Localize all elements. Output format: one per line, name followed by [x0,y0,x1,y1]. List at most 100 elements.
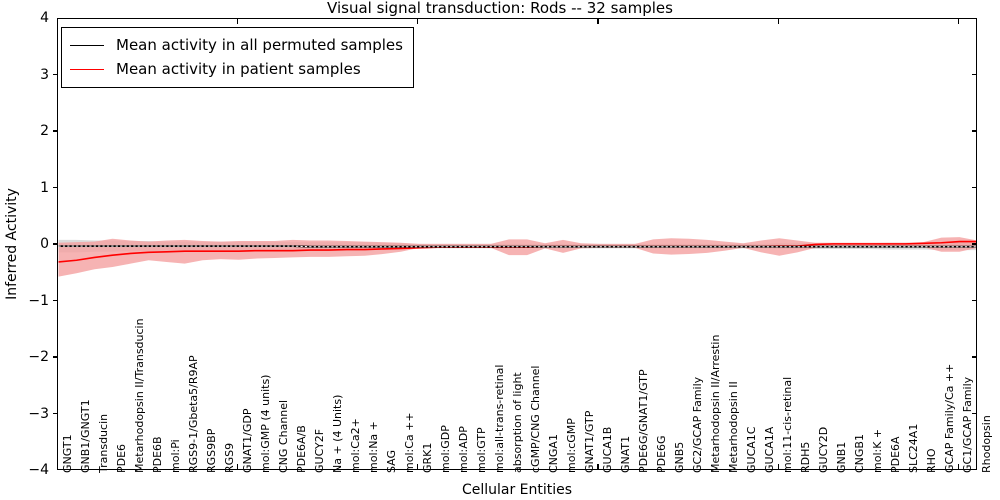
y-axis-label-host: Inferred Activity [4,18,20,470]
x-tick-label: PDE6G [655,435,669,473]
y-tick-mark [53,356,58,358]
x-tick-label: Metarhodopsin II/Arrestin [709,334,723,473]
x-tick-label: mol:GTP [474,427,488,473]
y-tick-label: −3 [28,405,49,422]
plot-clip [58,19,976,469]
x-tick-label: GNB1/GNGT1 [78,399,92,473]
x-tick-label: Na + (4 Units) [330,394,344,473]
x-tick-mark-bottom [56,464,59,469]
y-tick-mark [53,243,58,245]
x-tick-label: mol:K + [871,428,885,473]
x-tick-label: RHO [925,448,939,473]
y-tick-mark [972,186,977,189]
y-tick-label: 2 [40,123,49,139]
legend-swatch-patient [70,68,104,70]
x-tick-label: mol:GMP (4 units) [258,374,272,473]
chart-svg [58,237,976,277]
x-tick-label: GNB1 [835,441,849,473]
x-tick-label: GNB5 [673,441,687,473]
y-tick-label: −4 [28,462,49,478]
x-tick-mark-bottom [777,464,779,469]
x-tick-label: SAG [384,449,398,473]
legend-label-patient: Mean activity in patient samples [116,60,361,78]
patient-confidence-band [58,237,976,277]
x-tick-label: GC2/GCAP Family [691,376,705,473]
x-tick-label: Metarhodopsin II/Transducin [132,318,146,473]
y-tick-label: −1 [28,292,49,309]
x-tick-label: GUCA1C [745,426,759,473]
y-tick-label: 1 [40,179,49,196]
x-tick-label: PDE6A [889,436,903,473]
x-tick-label: mol:GDP [438,425,452,473]
x-tick-mark-top [597,19,599,24]
x-tick-label: GC1/GCAP Family [961,376,975,473]
y-tick-label: 3 [40,66,49,83]
legend-entry-permuted: Mean activity in all permuted samples [70,33,403,57]
x-tick-label: mol:Ca ++ [402,412,416,473]
x-tick-label: CNGB1 [853,434,867,473]
y-tick-mark [972,412,977,415]
x-tick-mark-bottom [597,464,599,469]
x-tick-mark-bottom [417,464,419,469]
x-tick-label: CNGA1 [547,434,561,473]
x-tick-mark-top [417,19,419,24]
x-tick-label: RDH5 [799,441,813,473]
y-tick-label: 4 [40,10,49,26]
x-tick-label: CNG Channel [276,399,290,473]
y-tick-label: −2 [28,349,49,365]
x-tick-label: SLC24A1 [907,423,921,473]
x-tick-label: PDE6B [150,436,164,473]
x-tick-label: GUCY2D [817,426,831,473]
y-tick-mark [53,299,58,302]
x-tick-label: mol:Ca2+ [348,418,362,473]
x-tick-label: RGS9BP [204,428,218,473]
x-tick-label: mol:Pi [168,439,182,473]
legend: Mean activity in all permuted samples Me… [61,27,414,88]
x-tick-label: mol:11-cis-retinal [781,376,795,473]
x-tick-label: GUCA1B [601,426,615,473]
y-tick-mark [53,412,58,415]
x-axis-label: Cellular Entities [461,482,573,498]
y-axis-label: Inferred Activity [4,188,20,300]
legend-swatch-permuted [70,44,104,46]
x-tick-label: PDE6A/B [294,425,308,473]
x-tick-mark-top [957,19,960,24]
x-tick-label: GNAT1 [619,435,633,473]
x-tick-label: GNAT1/GTP [583,410,597,473]
x-tick-label: GCAP Family/Ca ++ [943,363,957,473]
x-tick-mark-top [56,19,59,24]
x-tick-label: GUCA1A [763,426,777,473]
x-tick-mark-bottom [957,464,960,469]
y-tick-label: 0 [40,236,49,252]
legend-label-permuted: Mean activity in all permuted samples [116,36,403,54]
x-tick-label: RGS9 [222,442,236,473]
legend-entry-patient: Mean activity in patient samples [70,57,403,81]
x-tick-label: absorption of light [510,372,524,473]
permuted-mean-line-dots [58,245,976,248]
plot-area [57,18,977,470]
x-tick-label: Transducin [96,413,110,473]
x-tick-label: GRK1 [420,442,434,473]
x-tick-mark-bottom [237,464,239,469]
y-tick-mark [972,243,977,245]
y-tick-mark [53,73,58,76]
x-tick-label: PDE6 [114,443,128,473]
x-tick-label: PDE6G/GNAT1/GTP [637,369,651,473]
x-tick-label: Metarhodopsin II [727,381,741,473]
x-tick-label: Rhodopsin [979,415,993,473]
x-tick-label: mol:Na + [366,421,380,473]
x-tick-label: GNAT1/GDP [240,408,254,473]
x-tick-label: GUCY2F [312,428,326,473]
y-tick-mark [53,130,58,132]
x-tick-label: mol:all-trans-retinal [492,364,506,473]
y-tick-mark [972,73,977,76]
x-tick-label: RGS9-1/Gbeta5/R9AP [186,355,200,473]
x-tick-mark-top [237,19,239,24]
x-tick-label: GNGT1 [60,434,74,473]
chart-title: Visual signal transduction: Rods -- 32 s… [327,0,673,17]
x-tick-label: mol:cGMP [565,418,579,473]
y-tick-mark [972,356,977,358]
y-tick-mark [972,299,977,302]
x-tick-label: mol:ADP [456,426,470,473]
